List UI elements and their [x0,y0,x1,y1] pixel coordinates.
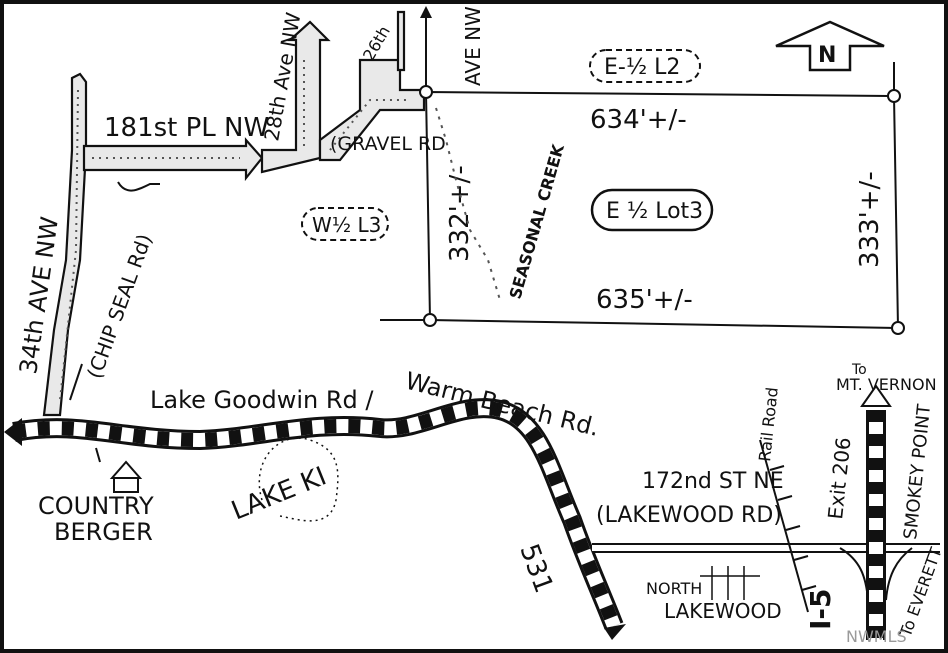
road-26th [396,6,432,90]
label-chip-seal: (CHIP SEAL Rd) [82,231,157,382]
dimension-bottom: 635'+/- [596,285,693,315]
label-i5: I-5 [804,588,837,630]
dimension-right: 333'+/- [855,171,885,268]
label-smokey-point: SMOKEY POINT [900,402,935,540]
lot-w-half-l3-badge [301,207,389,241]
seasonal-creek-line [435,107,501,301]
label-lake-ki: LAKE KI [227,461,330,526]
label-warm-beach-rd: Warm Beach Rd. [403,367,603,442]
label-country: COUNTRY [38,492,154,520]
dimension-top: 634'+/- [590,105,687,135]
road-lake-goodwin-warm-beach [4,398,626,640]
label-exit-206: Exit 206 [823,436,855,520]
parcel-outline [380,62,905,335]
label-gravel-rd: (GRAVEL RD [330,133,446,155]
label-181st-pl-nw: 181st PL NW [104,113,269,143]
label-rail-road: Rail Road [755,386,782,462]
label-lakewood-rd: (LAKEWOOD RD) [596,503,782,528]
label-to: To [851,362,867,378]
lot-e-half-lot3-badge [590,188,714,232]
road-i5 [839,384,913,640]
chip-seal-arrow-icon [117,181,160,192]
label-to-everett: To EVERETT [896,545,946,641]
dimension-left: 332'+/- [445,165,475,262]
nwmls-watermark: NWMLS [846,627,907,646]
label-berger: BERGER [54,518,153,546]
road-34th-ave-nw [42,72,88,417]
label-north: NORTH [646,579,702,598]
road-28th-ave-nw [260,20,331,174]
lot-w-half-l3-label: W½ L3 [312,213,381,237]
lot-e-half-l2-badge [589,49,701,83]
north-arrow-icon [775,20,885,72]
lot-e-half-lot3-label: E ½ Lot3 [606,199,703,224]
label-ave-nw-top: AVE NW [461,6,485,86]
label-lakewood: LAKEWOOD [664,599,782,623]
north-label: N [818,43,836,68]
chip-seal-pointer-icon [69,363,83,401]
lake-ki-shore [258,437,339,522]
lot-e-half-l2-label: E-½ L2 [604,55,680,80]
country-berger-building-icon [95,447,143,493]
label-lake-goodwin-rd: Lake Goodwin Rd / [150,386,374,414]
label-172nd-st-ne: 172nd ST NE [642,469,784,494]
label-mt-vernon: MT. VERNON [836,375,937,394]
label-hwy-531: 531 [513,540,558,597]
label-26th: 26th [359,23,394,64]
seasonal-creek-label: SEASONAL CREEK [506,142,568,301]
north-lakewood-grid [700,566,760,600]
rail-road-line [759,439,817,613]
road-181st-pl-nw [82,137,264,182]
